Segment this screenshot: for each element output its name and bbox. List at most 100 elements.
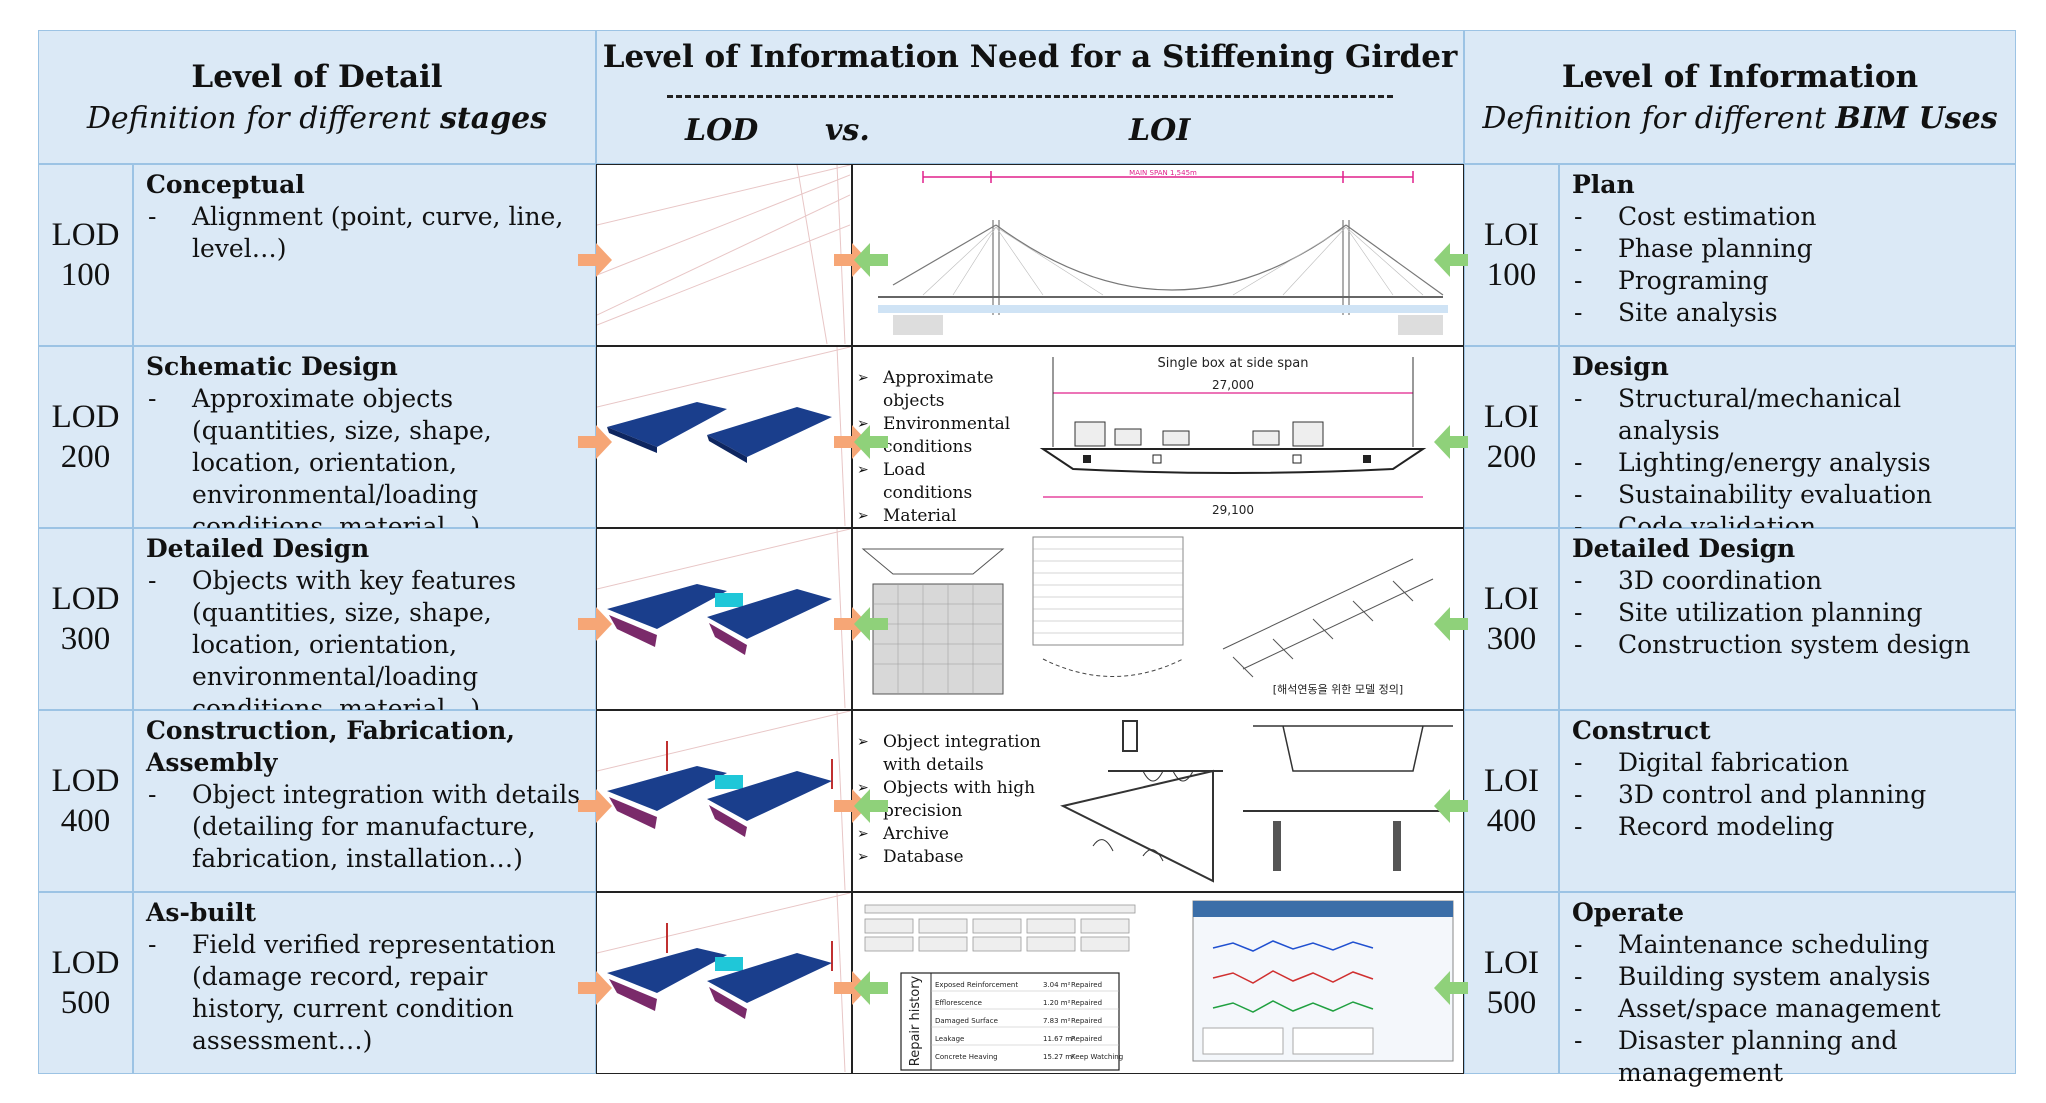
lod-stage-title: Construction, Fabrication, Assembly xyxy=(146,716,515,777)
loi-description: Detailed Design 3D coordination Site uti… xyxy=(1559,528,2016,710)
loi-item: Phase planning xyxy=(1572,233,2003,265)
lod-description: As-built Field verified representation (… xyxy=(133,892,596,1074)
lod-stage-title: Conceptual xyxy=(146,170,305,199)
svg-text:Repair history: Repair history xyxy=(908,975,923,1066)
loi-label: LOI xyxy=(1129,113,1191,148)
svg-text:Repaired: Repaired xyxy=(1071,1035,1102,1043)
vs-label: vs. xyxy=(825,113,870,148)
loi-image-cross-section: Approximate objects Environmental condit… xyxy=(852,346,1464,528)
svg-text:27,000: 27,000 xyxy=(1212,378,1254,392)
loi-use-title: Design xyxy=(1572,352,1669,381)
svg-text:7.83 m²: 7.83 m² xyxy=(1043,1017,1071,1025)
lod-vs-loi-label: LOD vs. LOI xyxy=(597,113,1463,153)
lod-item: Approximate objects (quantities, size, s… xyxy=(146,383,583,543)
loi-item: Cost estimation xyxy=(1572,201,2003,233)
svg-text:1.20 m²: 1.20 m² xyxy=(1043,999,1071,1007)
loi-item: Site utilization planning xyxy=(1572,597,2003,629)
lod-stage-title: Detailed Design xyxy=(146,534,370,563)
svg-text:Exposed Reinforcement: Exposed Reinforcement xyxy=(935,981,1018,989)
lod-item: Field verified representation (damage re… xyxy=(146,929,583,1057)
svg-text:29,100: 29,100 xyxy=(1212,503,1254,517)
svg-text:3.04 m²: 3.04 m² xyxy=(1043,981,1071,989)
lod-image-alignment xyxy=(596,164,852,346)
svg-text:[해석연동을 위한 모델 정의]: [해석연동을 위한 모델 정의] xyxy=(1273,682,1403,696)
loi-use-title: Construct xyxy=(1572,716,1711,745)
loi-image-detail-sections: Object integration with details Objects … xyxy=(852,710,1464,892)
loi-use-title: Operate xyxy=(1572,898,1684,927)
svg-text:11.67 m²: 11.67 m² xyxy=(1043,1035,1075,1043)
lod-header-subtitle: Definition for different stages xyxy=(86,101,548,136)
lod-image-girder-500 xyxy=(596,892,852,1074)
loi-image-monitoring: Repair history Exposed Reinforcement 3.04… xyxy=(852,892,1464,1074)
lod-stage-title: As-built xyxy=(146,898,257,927)
lod-description: Schematic Design Approximate objects (qu… xyxy=(133,346,596,541)
lod-image-girder-400 xyxy=(596,710,852,892)
loi-image-detailed-drawings: [해석연동을 위한 모델 정의] xyxy=(852,528,1464,710)
loi-header: Level of Information Definition for diff… xyxy=(1464,30,2016,164)
loi-description: Operate Maintenance scheduling Building … xyxy=(1559,892,2016,1087)
loi-item: 3D coordination xyxy=(1572,565,2003,597)
loi-use-title: Plan xyxy=(1572,170,1635,199)
lod-description: Construction, Fabrication, Assembly Obje… xyxy=(133,710,596,892)
svg-text:MAIN SPAN 1,545m: MAIN SPAN 1,545m xyxy=(1129,169,1197,177)
lod-description: Conceptual Alignment (point, curve, line… xyxy=(133,164,596,346)
dashed-divider xyxy=(667,95,1393,98)
lod-stage-title: Schematic Design xyxy=(146,352,398,381)
svg-text:Damaged Surface: Damaged Surface xyxy=(935,1017,998,1025)
loi-item: Asset/space management xyxy=(1572,993,2003,1025)
loi-use-title: Detailed Design xyxy=(1572,534,1796,563)
lod-label: LOD xyxy=(685,113,759,148)
loi-item: Site analysis xyxy=(1572,297,2003,329)
svg-text:Keep Watching: Keep Watching xyxy=(1071,1053,1123,1061)
loi-400-bullets: Object integration with details Objects … xyxy=(857,731,1057,869)
svg-text:15.27 m²: 15.27 m² xyxy=(1043,1053,1075,1061)
lod-loi-table: Level of Detail Definition for different… xyxy=(38,30,2016,1087)
svg-text:Repaired: Repaired xyxy=(1071,999,1102,1007)
loi-header-title: Level of Information xyxy=(1561,59,1919,95)
svg-text:Leakage: Leakage xyxy=(935,1035,964,1043)
loi-image-bridge-elevation: MAIN SPAN 1,545m xyxy=(852,164,1464,346)
lod-item: Objects with key features (quantities, s… xyxy=(146,565,583,725)
loi-item: Construction system design xyxy=(1572,629,2003,661)
lod-header-title: Level of Detail xyxy=(191,59,443,95)
loi-item: Record modeling xyxy=(1572,811,2003,843)
lod-item: Object integration with details (detaili… xyxy=(146,779,583,875)
svg-text:Repaired: Repaired xyxy=(1071,1017,1102,1025)
svg-text:Concrete Heaving: Concrete Heaving xyxy=(935,1053,998,1061)
loi-item: Programing xyxy=(1572,265,2003,297)
svg-text:Single box at side span: Single box at side span xyxy=(1158,356,1309,371)
loi-header-subtitle: Definition for different BIM Uses xyxy=(1482,101,1998,136)
loi-item: Digital fabrication xyxy=(1572,747,2003,779)
loi-item: 3D control and planning xyxy=(1572,779,2003,811)
lod-description: Detailed Design Objects with key feature… xyxy=(133,528,596,723)
loi-description: Design Structural/mechanical analysis Li… xyxy=(1559,346,2016,543)
loi-item: Structural/mechanical analysis xyxy=(1572,383,2003,447)
loi-item: Disaster planning and management xyxy=(1572,1025,2003,1089)
loi-description: Plan Cost estimation Phase planning Prog… xyxy=(1559,164,2016,346)
loi-item: Lighting/energy analysis xyxy=(1572,447,2003,479)
svg-text:Repaired: Repaired xyxy=(1071,981,1102,989)
lod-image-girder-200 xyxy=(596,346,852,528)
loi-item: Building system analysis xyxy=(1572,961,2003,993)
lod-header: Level of Detail Definition for different… xyxy=(38,30,596,164)
svg-text:Efflorescence: Efflorescence xyxy=(935,999,982,1007)
loi-200-bullets: Approximate objects Environmental condit… xyxy=(857,367,1017,528)
lod-item: Alignment (point, curve, line, level…) xyxy=(146,201,583,265)
loi-description: Construct Digital fabrication 3D control… xyxy=(1559,710,2016,892)
center-header-title: Level of Information Need for a Stiffeni… xyxy=(602,39,1458,75)
